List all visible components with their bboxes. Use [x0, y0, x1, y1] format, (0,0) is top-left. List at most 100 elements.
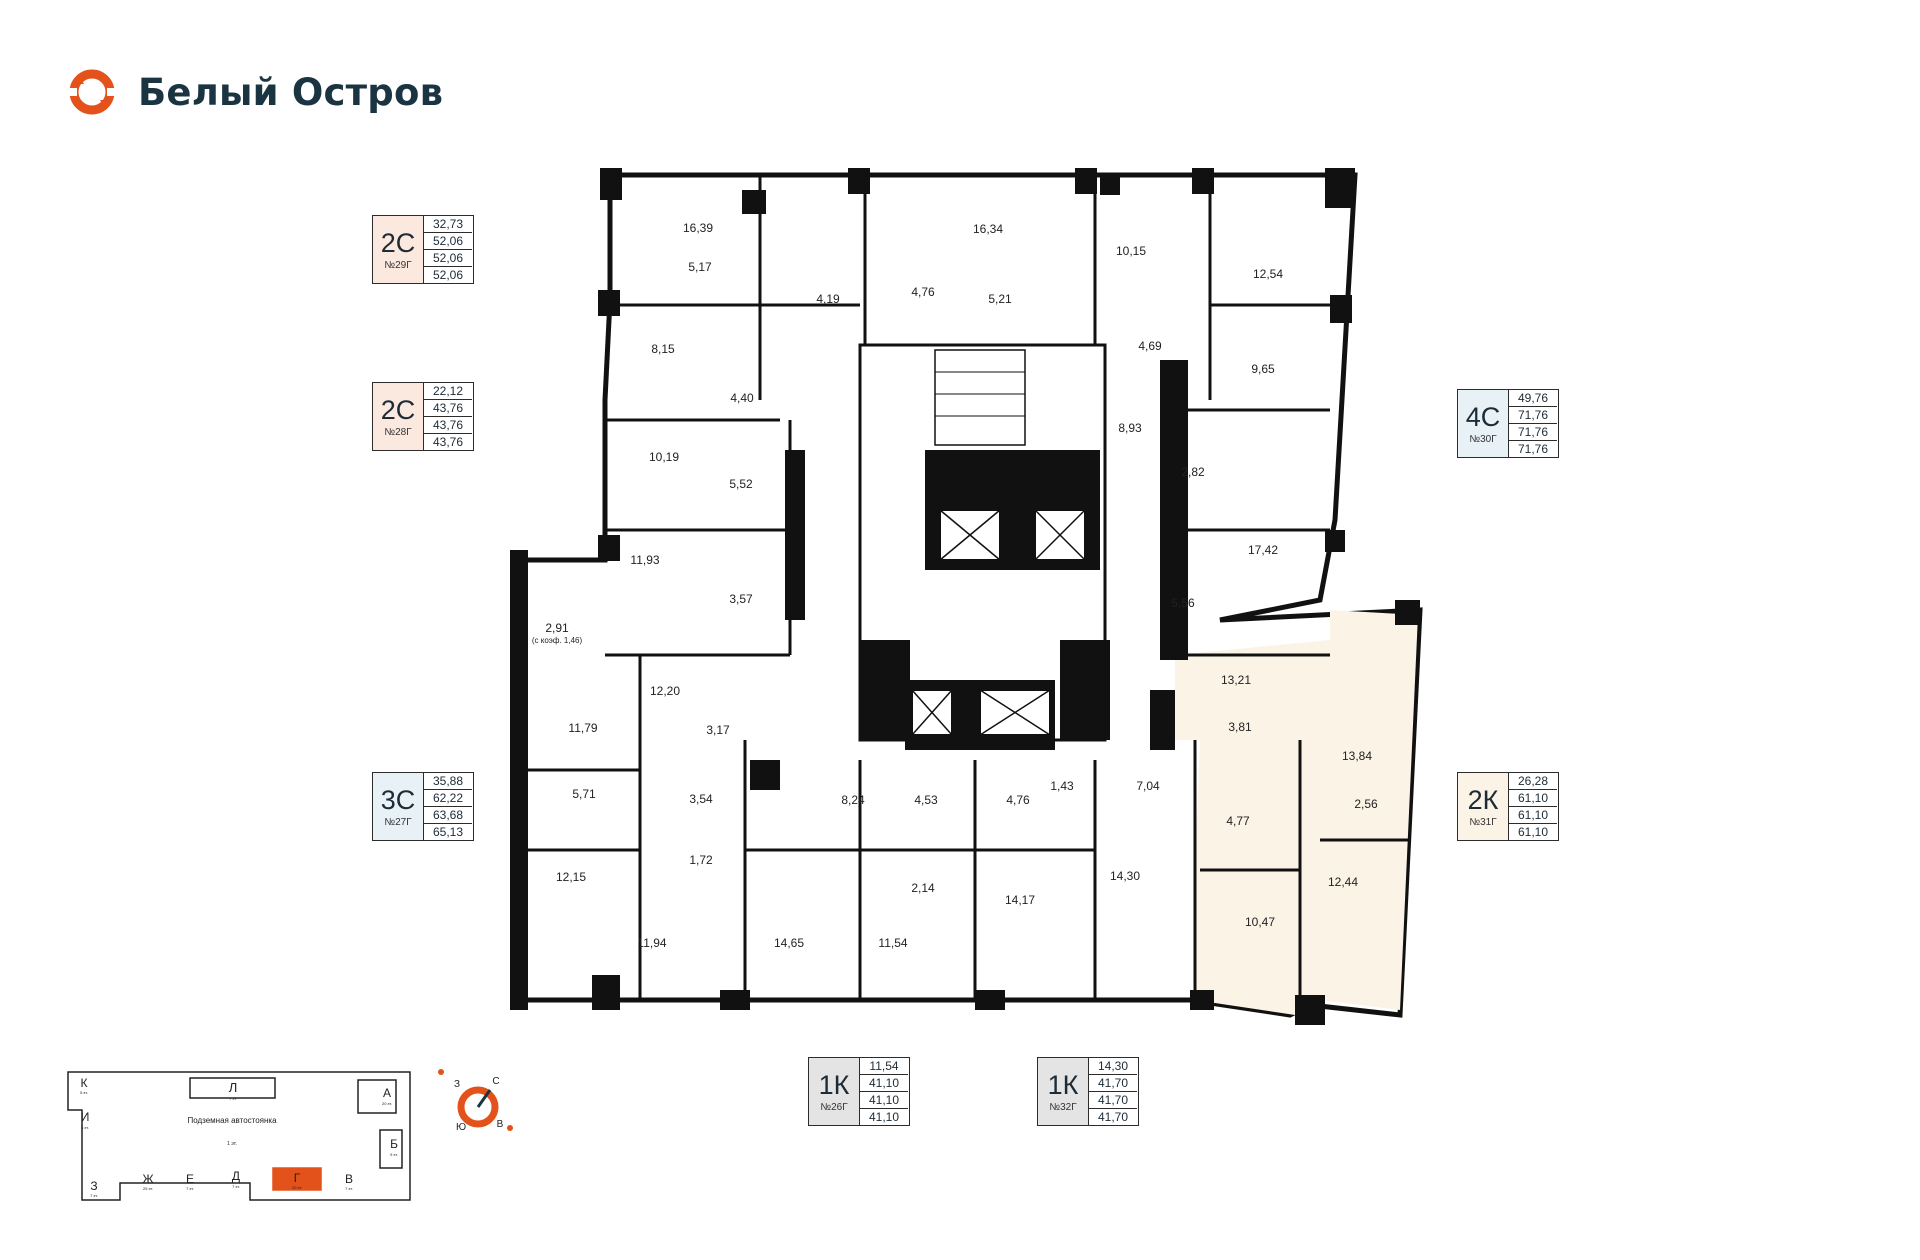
apartment-areas: 14,30 41,70 41,70 41,70 — [1089, 1058, 1137, 1125]
room-area: 1,72 — [689, 853, 713, 867]
section-floors: 7 эт. — [229, 1096, 237, 1101]
svg-text:Е: Е — [186, 1172, 194, 1186]
room-area: 4,76 — [1006, 793, 1030, 807]
room-area: 3,57 — [729, 592, 753, 606]
room-area: 16,39 — [683, 221, 713, 235]
svg-text:7 эт.: 7 эт. — [345, 1186, 353, 1191]
svg-text:Б: Б — [390, 1137, 398, 1151]
apartment-card-31[interactable]: 2К №31Г 26,28 61,10 61,10 61,10 — [1457, 772, 1559, 841]
key-map: Л 7 эт. Подземная автостоянка 1 эт. К 5 … — [67, 1071, 411, 1201]
room-area: 3,17 — [706, 723, 730, 737]
elevator-core — [858, 343, 1110, 750]
room-area: 8,15 — [651, 342, 675, 356]
room-area: 5,71 — [572, 787, 596, 801]
room-area-note: (с коэф. 1,46) — [532, 636, 583, 645]
svg-text:20 эт.: 20 эт. — [292, 1185, 302, 1190]
svg-text:В: В — [345, 1172, 353, 1186]
room-area: 4,53 — [914, 793, 938, 807]
room-area: 13,84 — [1342, 749, 1372, 763]
room-area: 4,19 — [816, 292, 840, 306]
room-area: 13,21 — [1221, 673, 1251, 687]
room-area: 2,14 — [911, 881, 935, 895]
svg-text:5 эт.: 5 эт. — [80, 1090, 88, 1095]
svg-text:5 эт.: 5 эт. — [81, 1125, 89, 1130]
svg-text:9 эт.: 9 эт. — [390, 1152, 398, 1157]
svg-text:Ж: Ж — [142, 1172, 153, 1186]
room-area: 7,04 — [1136, 779, 1160, 793]
apartment-areas: 49,76 71,76 71,76 71,76 — [1509, 390, 1557, 457]
room-labels: 16,39 5,17 4,19 4,76 16,34 5,21 10,15 12… — [532, 221, 1378, 950]
room-area: 5,21 — [988, 292, 1012, 306]
room-area: 5,17 — [688, 260, 712, 274]
highlighted-apartment[interactable] — [1175, 610, 1418, 1015]
svg-text:Г: Г — [294, 1171, 301, 1185]
room-area: 11,54 — [878, 936, 907, 950]
room-area: 8,93 — [1118, 421, 1142, 435]
apartment-areas: 11,54 41,10 41,10 41,10 — [860, 1058, 908, 1125]
room-area: 4,77 — [1226, 814, 1250, 828]
apartment-areas: 32,73 52,06 52,06 52,06 — [424, 216, 472, 283]
compass-icon — [457, 1086, 499, 1128]
room-area: 10,47 — [1245, 915, 1275, 929]
room-area: 1,43 — [1050, 779, 1074, 793]
svg-text:7 эт.: 7 эт. — [186, 1186, 194, 1191]
svg-text:Ю: Ю — [456, 1122, 466, 1133]
svg-text:7 эт.: 7 эт. — [232, 1184, 240, 1189]
section-letter: Л — [229, 1080, 238, 1095]
svg-text:С: С — [492, 1076, 499, 1087]
apartment-card-27[interactable]: 3С №27Г 35,88 62,22 63,68 65,13 — [372, 772, 474, 841]
apartment-type: 2С №29Г — [373, 216, 424, 283]
room-area: 14,17 — [1005, 893, 1035, 907]
room-area: 16,34 — [973, 222, 1003, 236]
svg-text:З: З — [454, 1079, 460, 1090]
apartment-card-26[interactable]: 1К №26Г 11,54 41,10 41,10 41,10 — [808, 1057, 910, 1126]
brand-logo: Белый Остров — [64, 64, 443, 120]
apartment-type: 2К №31Г — [1458, 773, 1509, 840]
room-area: 11,93 — [630, 553, 659, 567]
room-area: 5,52 — [729, 477, 753, 491]
room-area: 2,56 — [1354, 797, 1378, 811]
svg-text:А: А — [383, 1086, 391, 1100]
room-area: 3,81 — [1228, 720, 1252, 734]
key-map-title: Подземная автостоянка — [187, 1116, 277, 1125]
room-area: 12,44 — [1328, 875, 1358, 889]
apartment-areas: 22,12 43,76 43,76 43,76 — [424, 383, 472, 450]
apartment-card-28[interactable]: 2С №28Г 22,12 43,76 43,76 43,76 — [372, 382, 474, 451]
svg-text:20 эт.: 20 эт. — [382, 1101, 392, 1106]
room-area: 12,15 — [556, 870, 586, 884]
room-area: 10,15 — [1116, 244, 1146, 258]
room-area: 5,56 — [1171, 596, 1195, 610]
key-map-current-section — [272, 1167, 322, 1191]
apartment-type: 1К №32Г — [1038, 1058, 1089, 1125]
apartment-card-29[interactable]: 2С №29Г 32,73 52,06 52,06 52,06 — [372, 215, 474, 284]
structural-columns — [510, 168, 1420, 1025]
apartment-card-32[interactable]: 1К №32Г 14,30 41,70 41,70 41,70 — [1037, 1057, 1139, 1126]
room-area: 3,54 — [689, 792, 713, 806]
key-map-sub: 1 эт. — [227, 1141, 237, 1147]
room-area: 2,82 — [1181, 465, 1205, 479]
room-area: 10,19 — [649, 450, 679, 464]
svg-text:К: К — [81, 1076, 88, 1090]
apartment-card-30[interactable]: 4С №30Г 49,76 71,76 71,76 71,76 — [1457, 389, 1559, 458]
room-area: 12,20 — [650, 684, 680, 698]
brand-logo-icon — [69, 69, 115, 115]
apartment-type: 1К №26Г — [809, 1058, 860, 1125]
room-area: 14,65 — [774, 936, 804, 950]
room-area: 4,76 — [911, 285, 935, 299]
svg-text:В: В — [497, 1119, 504, 1130]
svg-text:И: И — [81, 1110, 90, 1124]
svg-text:З: З — [90, 1179, 97, 1193]
room-area: 17,42 — [1248, 543, 1278, 557]
room-area: 11,94 — [637, 936, 666, 950]
room-area: 4,40 — [730, 391, 754, 405]
svg-text:7 эт.: 7 эт. — [90, 1193, 98, 1198]
compass: С З Ю В — [438, 1069, 513, 1133]
svg-text:25 эт.: 25 эт. — [143, 1186, 153, 1191]
svg-text:Д: Д — [232, 1169, 240, 1183]
room-area: 4,69 — [1138, 339, 1162, 353]
brand-name: Белый Остров — [138, 70, 444, 114]
apartment-areas: 35,88 62,22 63,68 65,13 — [424, 773, 472, 840]
apartment-type: 3С №27Г — [373, 773, 424, 840]
room-area: 2,91 — [545, 621, 569, 635]
